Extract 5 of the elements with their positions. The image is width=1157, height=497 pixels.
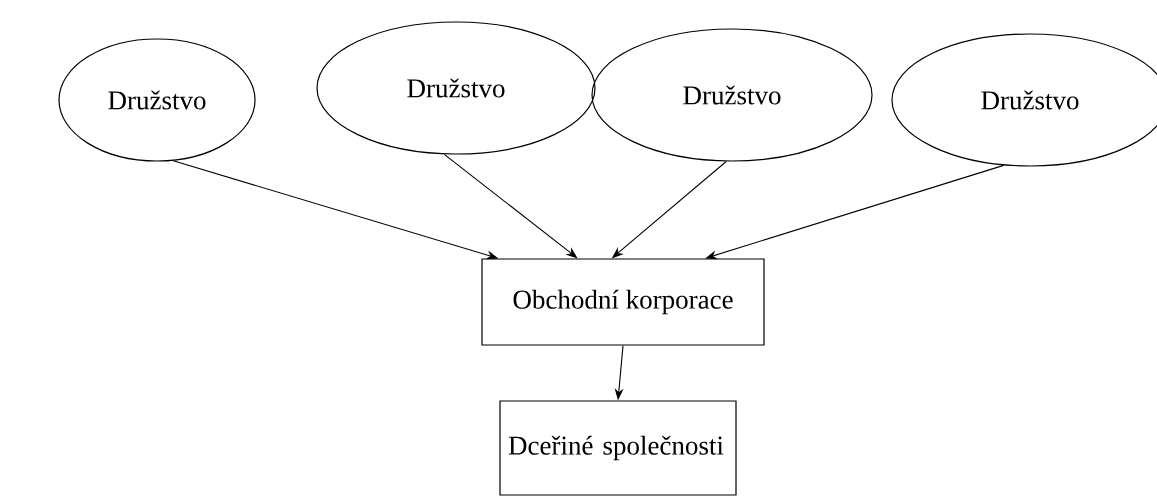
process-box: Dceřiné společnosti <box>499 400 737 496</box>
process-box: Obchodní korporace <box>481 258 765 346</box>
oval-node: Družstvo <box>316 21 596 155</box>
oval-node: Družstvo <box>58 38 256 162</box>
oval-node: Družstvo <box>591 28 873 162</box>
